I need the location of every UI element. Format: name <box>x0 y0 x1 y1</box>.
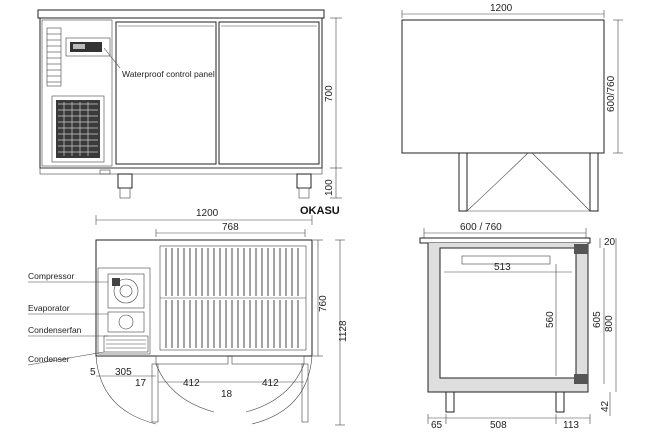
section-shelf <box>461 255 551 265</box>
dim-side-1200: 1200 <box>490 3 513 14</box>
front-view: Waterproof control panel 700 100 <box>37 9 342 199</box>
front-leg-right <box>296 173 312 189</box>
dim-top-18: 18 <box>221 389 233 400</box>
side-cabinet <box>401 19 605 154</box>
dim-top-1200: 1200 <box>196 208 219 219</box>
dim-section-65: 65 <box>431 420 443 431</box>
dim-section-560: 560 <box>545 311 556 328</box>
callout-control-panel: Waterproof control panel <box>122 69 215 79</box>
control-display <box>70 42 102 52</box>
top-view: 1200 768 760 1128 <box>27 208 349 426</box>
dim-top-5: 5 <box>90 367 96 378</box>
dim-top-412-left: 412 <box>183 378 200 389</box>
front-door-right <box>218 21 320 165</box>
condenser-unit <box>103 335 149 353</box>
dim-top-17: 17 <box>135 378 147 389</box>
dim-top-305: 305 <box>115 367 132 378</box>
dim-section-508: 508 <box>490 420 507 431</box>
front-vent-grill <box>51 95 105 163</box>
dim-section-42: 42 <box>600 400 611 412</box>
control-panel <box>65 37 111 57</box>
dim-section-605: 605 <box>592 311 603 328</box>
dim-top-768: 768 <box>222 222 239 233</box>
dim-section-513: 513 <box>494 262 511 273</box>
compressor-unit <box>107 273 145 309</box>
dim-section-800: 800 <box>604 315 615 332</box>
watermark-logo: OKASU <box>300 205 340 217</box>
label-condenser: Condenser <box>28 354 70 364</box>
front-leg-left <box>117 173 133 189</box>
side-view: 1200 600/760 <box>401 3 623 212</box>
dim-section-113: 113 <box>563 420 579 431</box>
label-evaporator: Evaporator <box>28 303 70 313</box>
front-door-left <box>115 21 217 165</box>
dim-top-412-right: 412 <box>262 378 279 389</box>
label-condenser-fan: Condenserfan <box>28 325 82 335</box>
dim-front-700: 700 <box>324 85 335 102</box>
dim-front-100: 100 <box>324 179 335 196</box>
dim-section-depth: 600 / 760 <box>460 222 502 233</box>
dim-top-760: 760 <box>318 295 329 312</box>
dim-side-depth: 600/760 <box>606 75 617 112</box>
condenser-fan-unit <box>107 311 145 333</box>
dim-top-1128: 1128 <box>338 320 349 342</box>
dim-section-20: 20 <box>604 237 616 248</box>
label-compressor: Compressor <box>28 271 74 281</box>
section-view: 600 / 760 513 560 20 605 800 42 <box>419 222 617 431</box>
